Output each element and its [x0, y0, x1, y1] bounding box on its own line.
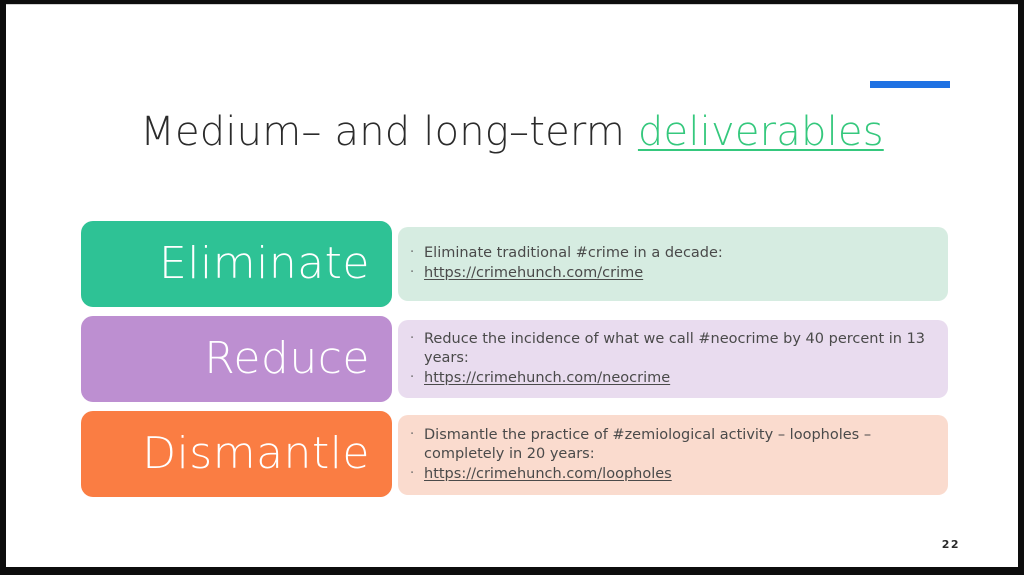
bullet-link-text[interactable]: https://crimehunch.com/neocrime — [424, 369, 671, 386]
bullet-marker-icon: · — [410, 369, 415, 385]
page-title-accent: deliverables — [637, 109, 884, 155]
deliverable-label-box[interactable]: Reduce — [81, 316, 392, 402]
bullet-link-text[interactable]: https://crimehunch.com/loopholes — [424, 465, 672, 482]
bullet-text: Reduce the incidence of what we call #ne… — [424, 330, 926, 367]
bullet-link-item[interactable]: · https://crimehunch.com/loopholes — [410, 465, 934, 485]
deliverable-rows: Eliminate · Eliminate traditional #crime i… — [6, 5, 1018, 567]
bullet-item: · Eliminate traditional #crime in a decad… — [410, 244, 934, 264]
deliverable-label-box[interactable]: Eliminate — [81, 221, 392, 307]
bullet-text: Eliminate traditional #crime in a decade… — [424, 245, 723, 262]
bullet-marker-icon: · — [410, 245, 415, 261]
bullet-link-item[interactable]: · https://crimehunch.com/crime — [410, 264, 934, 284]
page-title-plain: Medium– and long–term — [140, 109, 638, 155]
slide-canvas: Medium– and long–term deliverables Elimi… — [6, 4, 1018, 567]
deliverable-row: Reduce · Reduce the incidence of what we c… — [81, 316, 948, 402]
page-number: 22 — [941, 538, 960, 551]
bullet-link-text[interactable]: https://crimehunch.com/crime — [424, 265, 644, 281]
bullet-marker-icon: · — [410, 465, 415, 481]
bullet-text: Dismantle the practice of #zemiological … — [424, 426, 872, 463]
bullet-marker-icon: · — [410, 265, 415, 280]
bullet-item: · Dismantle the practice of #zemiological… — [410, 426, 934, 465]
bullet-marker-icon: · — [410, 426, 415, 442]
deliverable-detail-panel: · Eliminate traditional #crime in a decad… — [398, 227, 948, 301]
bullet-item: · Reduce the incidence of what we call #n… — [410, 330, 934, 369]
deliverable-detail-panel: · Reduce the incidence of what we call #n… — [398, 320, 948, 398]
deliverable-label-text: Reduce — [204, 333, 370, 384]
deliverable-label-box[interactable]: Dismantle — [81, 411, 392, 497]
deliverable-row: Dismantle · Dismantle the practice of #zem… — [81, 411, 948, 497]
deliverable-detail-panel: · Dismantle the practice of #zemiological… — [398, 415, 948, 495]
deliverable-row: Eliminate · Eliminate traditional #crime i… — [81, 221, 948, 307]
deliverable-label-text: Eliminate — [158, 238, 370, 289]
bullet-marker-icon: · — [410, 330, 415, 346]
bullet-link-item[interactable]: · https://crimehunch.com/neocrime — [410, 369, 934, 389]
deliverable-label-text: Dismantle — [142, 428, 370, 479]
page-title: Medium– and long–term deliverables — [6, 109, 1018, 155]
accent-bar — [870, 81, 950, 88]
